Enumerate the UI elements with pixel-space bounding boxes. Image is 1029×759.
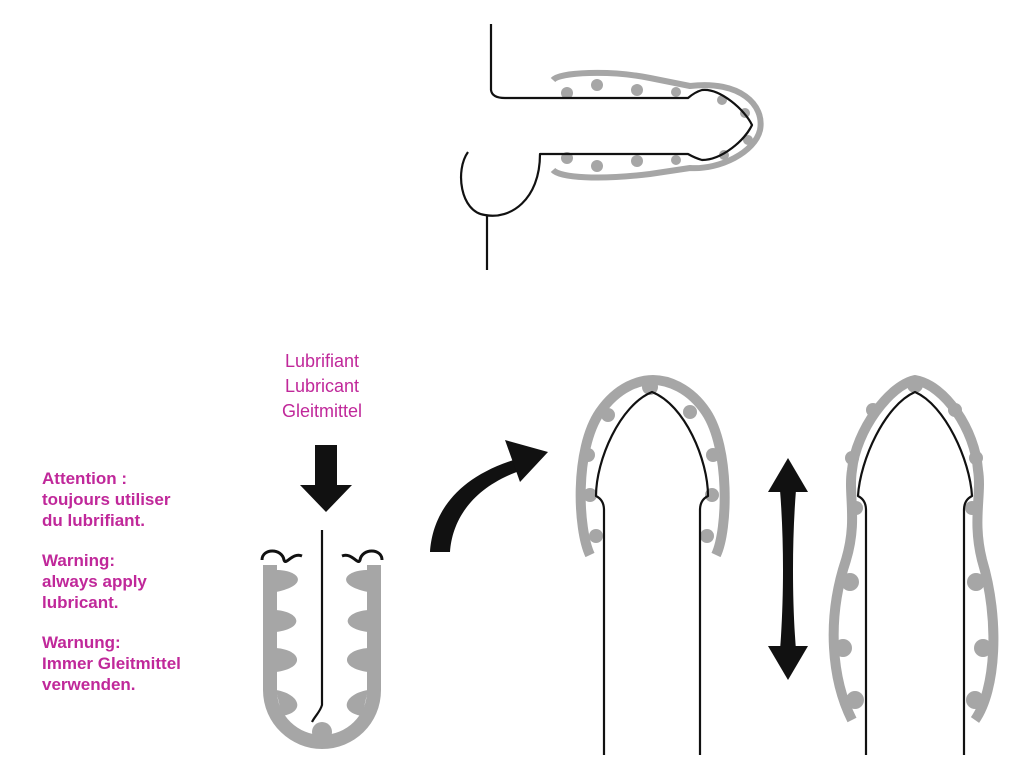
- lubricant-label-en: Lubricant: [284, 376, 360, 396]
- warning-de-line: verwenden.: [42, 675, 136, 694]
- side-sleeve-nubs: [561, 79, 753, 172]
- sleeve-fully-on: [828, 375, 999, 755]
- warning-fr-line: toujours utiliser: [42, 490, 171, 509]
- warning-fr-line: du lubrifiant.: [42, 511, 145, 530]
- lubricant-label: Lubrifiant Lubricant Gleitmittel: [262, 349, 382, 424]
- lubricant-label-fr: Lubrifiant: [284, 351, 360, 371]
- warning-de: Warnung: Immer Gleitmittel verwenden.: [42, 632, 242, 695]
- warning-en: Warning: always apply lubricant.: [42, 550, 242, 613]
- down-arrow-icon: [300, 445, 352, 512]
- warning-fr: Attention : toujours utiliser du lubrifi…: [42, 468, 242, 531]
- side-sleeve: [550, 69, 764, 181]
- warning-fr-line: Attention :: [42, 469, 127, 488]
- warning-en-line: lubricant.: [42, 593, 119, 612]
- curved-arrow-icon: [430, 440, 548, 552]
- sleeve-cross-section: [260, 530, 384, 749]
- warning-en-line: always apply: [42, 572, 147, 591]
- sleeve-over-tip: [575, 375, 730, 755]
- warning-de-line: Immer Gleitmittel: [42, 654, 181, 673]
- side-view-illustration: [460, 24, 764, 270]
- warning-en-line: Warning:: [42, 551, 116, 570]
- double-arrow-icon: [768, 458, 808, 680]
- warnings: Attention : toujours utiliser du lubrifi…: [42, 468, 242, 714]
- lubricant-label-de: Gleitmittel: [281, 401, 362, 421]
- warning-de-line: Warnung:: [42, 633, 121, 652]
- side-body-outline: [460, 24, 754, 217]
